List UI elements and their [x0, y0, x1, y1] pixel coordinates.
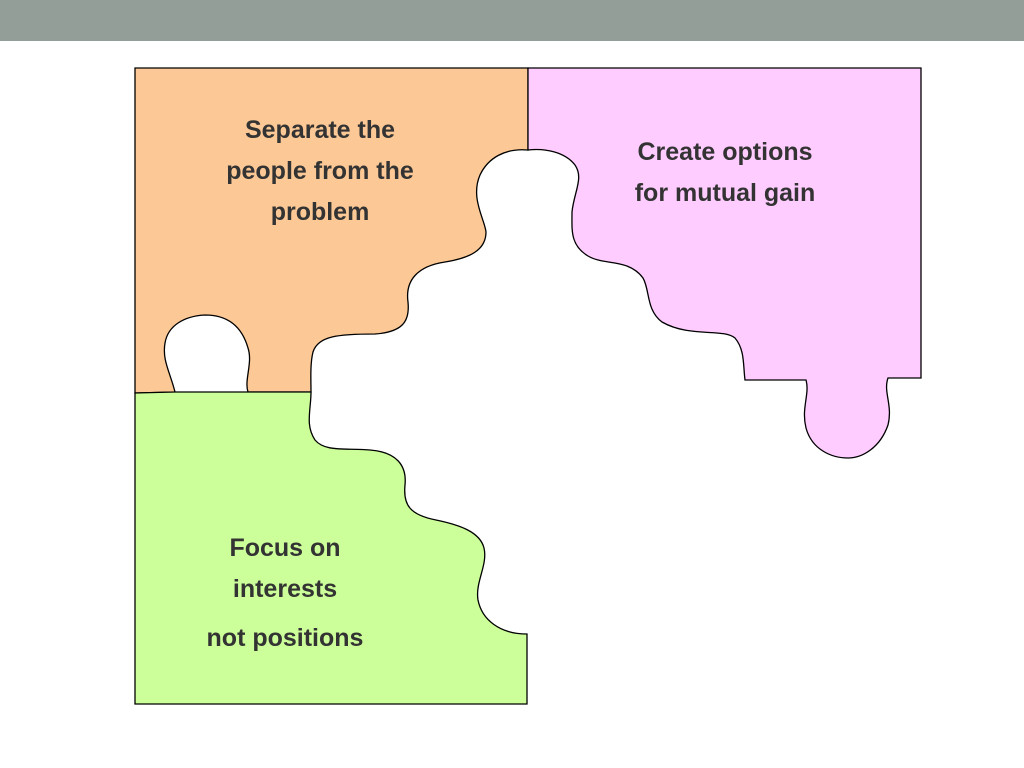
puzzle-piece-orange — [134, 67, 529, 394]
piece-label-orange: Separate the people from the problem — [226, 116, 414, 226]
piece-label-green-line2: not positions — [206, 624, 364, 652]
puzzle-piece-pink — [527, 67, 922, 459]
puzzle-piece-green — [134, 391, 528, 705]
slide-header-bar — [0, 0, 1024, 41]
piece-label-green-line1: Focus on interests — [229, 534, 341, 603]
piece-label-pink: Create options for mutual gain — [634, 138, 816, 207]
